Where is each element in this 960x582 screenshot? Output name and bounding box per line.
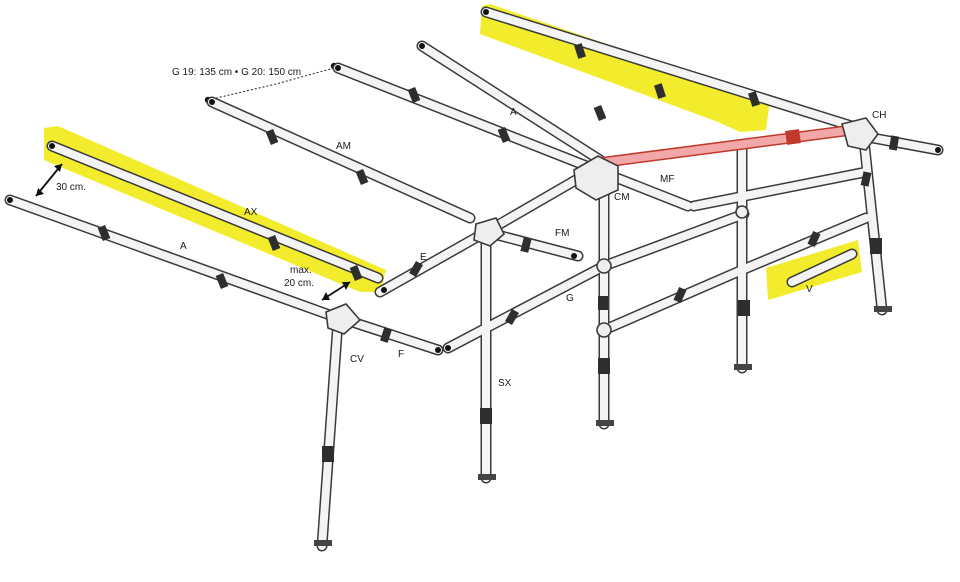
joint-cm — [573, 155, 619, 201]
label-a-left: A — [180, 241, 187, 252]
clamps — [97, 43, 900, 462]
label-g: G — [566, 293, 574, 304]
label-fm: FM — [555, 228, 569, 239]
joint-ch — [841, 117, 879, 151]
joint-back-mid — [735, 205, 749, 219]
spacing-arrow-max-head-b — [322, 292, 330, 300]
max-label-2: 20 cm. — [284, 278, 314, 289]
pole-end-caps — [7, 9, 941, 353]
label-v: V — [806, 284, 813, 295]
spacing-arrow-30-head-b — [36, 188, 44, 196]
label-cm: CM — [614, 192, 630, 203]
label-cv: CV — [350, 354, 364, 365]
label-e: E — [420, 252, 427, 263]
label-am: AM — [336, 141, 351, 152]
feet — [314, 306, 892, 546]
length-note: G 19: 135 cm • G 20: 150 cm — [172, 67, 301, 78]
label-sx: SX — [498, 378, 512, 389]
label-mf: MF — [660, 174, 674, 185]
joints — [325, 117, 879, 338]
spacing-arrow-30-head-a — [54, 164, 62, 172]
max-label-1: max. — [290, 265, 312, 276]
spacing-arrow-max-head-a — [342, 282, 350, 290]
ridge-clamp — [785, 129, 801, 145]
text-labels: G 19: 135 cm • G 20: 150 cm 30 cm. max. … — [56, 67, 886, 389]
label-ch: CH — [872, 110, 886, 121]
ridge-pole — [602, 126, 856, 166]
joint-front-left — [325, 303, 362, 335]
joint-mid-lower — [596, 322, 612, 338]
spacing-30-label: 30 cm. — [56, 182, 86, 193]
joint-mid-g — [596, 258, 612, 274]
label-f: F — [398, 349, 404, 360]
length-dashed-line — [207, 67, 335, 101]
label-ax: AX — [244, 207, 258, 218]
poles-fill — [6, 8, 942, 550]
label-a-top: A — [510, 107, 517, 118]
joint-front-center — [473, 217, 505, 247]
